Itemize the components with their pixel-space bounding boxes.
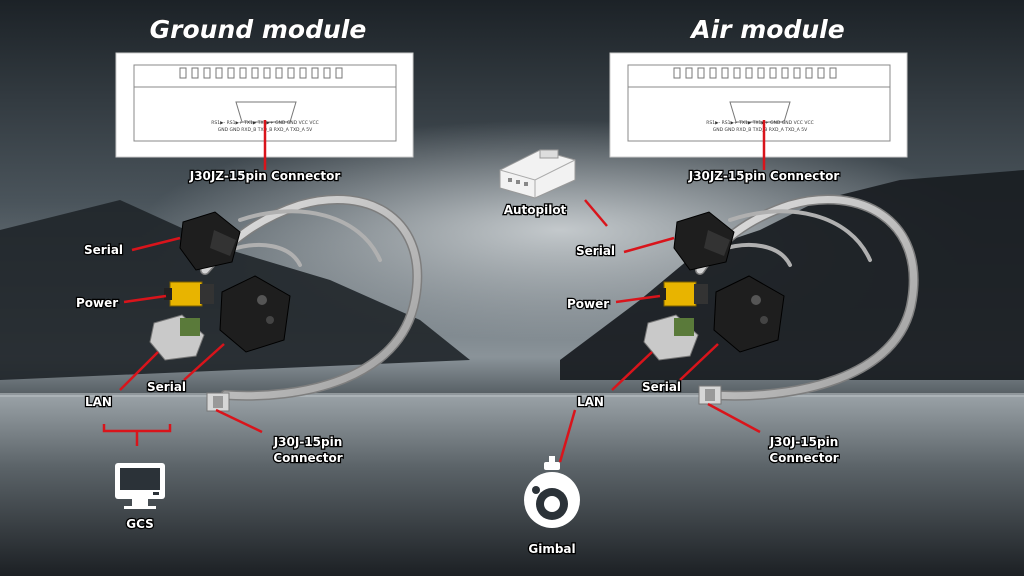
air-power-plug [658,281,708,307]
ground-j30j-label-2: Connector [273,451,342,465]
air-serial-plug-2 [713,275,785,353]
ground-connector-top-label: J30JZ-15pin Connector [189,169,341,183]
air-serial-1-label: Serial [576,244,615,258]
ground-serial-2-label: Serial [147,380,186,394]
air-callouts [558,199,761,463]
air-j30j-label-2: Connector [769,451,838,465]
air-title: Air module [689,15,844,44]
air-pin-row-1: RS1▶- RS1▶+ TX1▶ TX1▶+ GND GND VCC VCC [706,120,813,126]
air-connector-drawing: RS1▶- RS1▶+ TX1▶ TX1▶+ GND GND VCC VCC G… [609,52,908,158]
ground-serial-plug-2 [219,275,291,353]
gimbal-camera-icon [524,456,580,528]
ground-serial-plug-1 [179,211,241,271]
autopilot-label: Autopilot [504,203,567,217]
air-power-label: Power [567,297,609,311]
ground-lan-plug [149,314,205,361]
gimbal-label: Gimbal [528,542,575,556]
ground-j30j-label-1: J30J-15pin [273,435,343,449]
air-lan-label: LAN [577,395,604,409]
air-serial-2-label: Serial [642,380,681,394]
ground-lan-label: LAN [85,395,112,409]
monitor-icon [115,463,165,509]
air-pin-row-2: GND GND RXD_B TXD_B RXD_A TXD_A 5V [713,127,808,133]
autopilot-icon [499,149,576,199]
ground-title: Ground module [150,15,367,44]
ground-module: Ground module RS1▶- RS1▶+ TX1▶ TX1▶+ GND… [75,15,423,532]
air-serial-plug-1 [673,211,735,271]
air-j30j-label-1: J30J-15pin [769,435,839,449]
air-connector-top-label: J30JZ-15pin Connector [688,169,840,183]
ground-cable-harness [200,194,423,401]
air-j30j-plug [698,385,722,405]
ground-power-plug [164,281,214,307]
ground-power-label: Power [76,296,118,310]
air-lan-plug [643,314,699,361]
air-cable-harness [695,194,919,401]
ground-serial-1-label: Serial [84,243,123,257]
air-module: Air module RS1▶- RS1▶+ TX1▶ TX1▶+ GND GN… [499,15,919,557]
ground-callouts [102,236,263,446]
ground-connector-drawing: RS1▶- RS1▶+ TX1▶ TX1▶+ GND GND VCC VCC G… [115,52,414,158]
ground-j30j-plug [206,392,230,412]
gcs-label: GCS [126,517,154,531]
